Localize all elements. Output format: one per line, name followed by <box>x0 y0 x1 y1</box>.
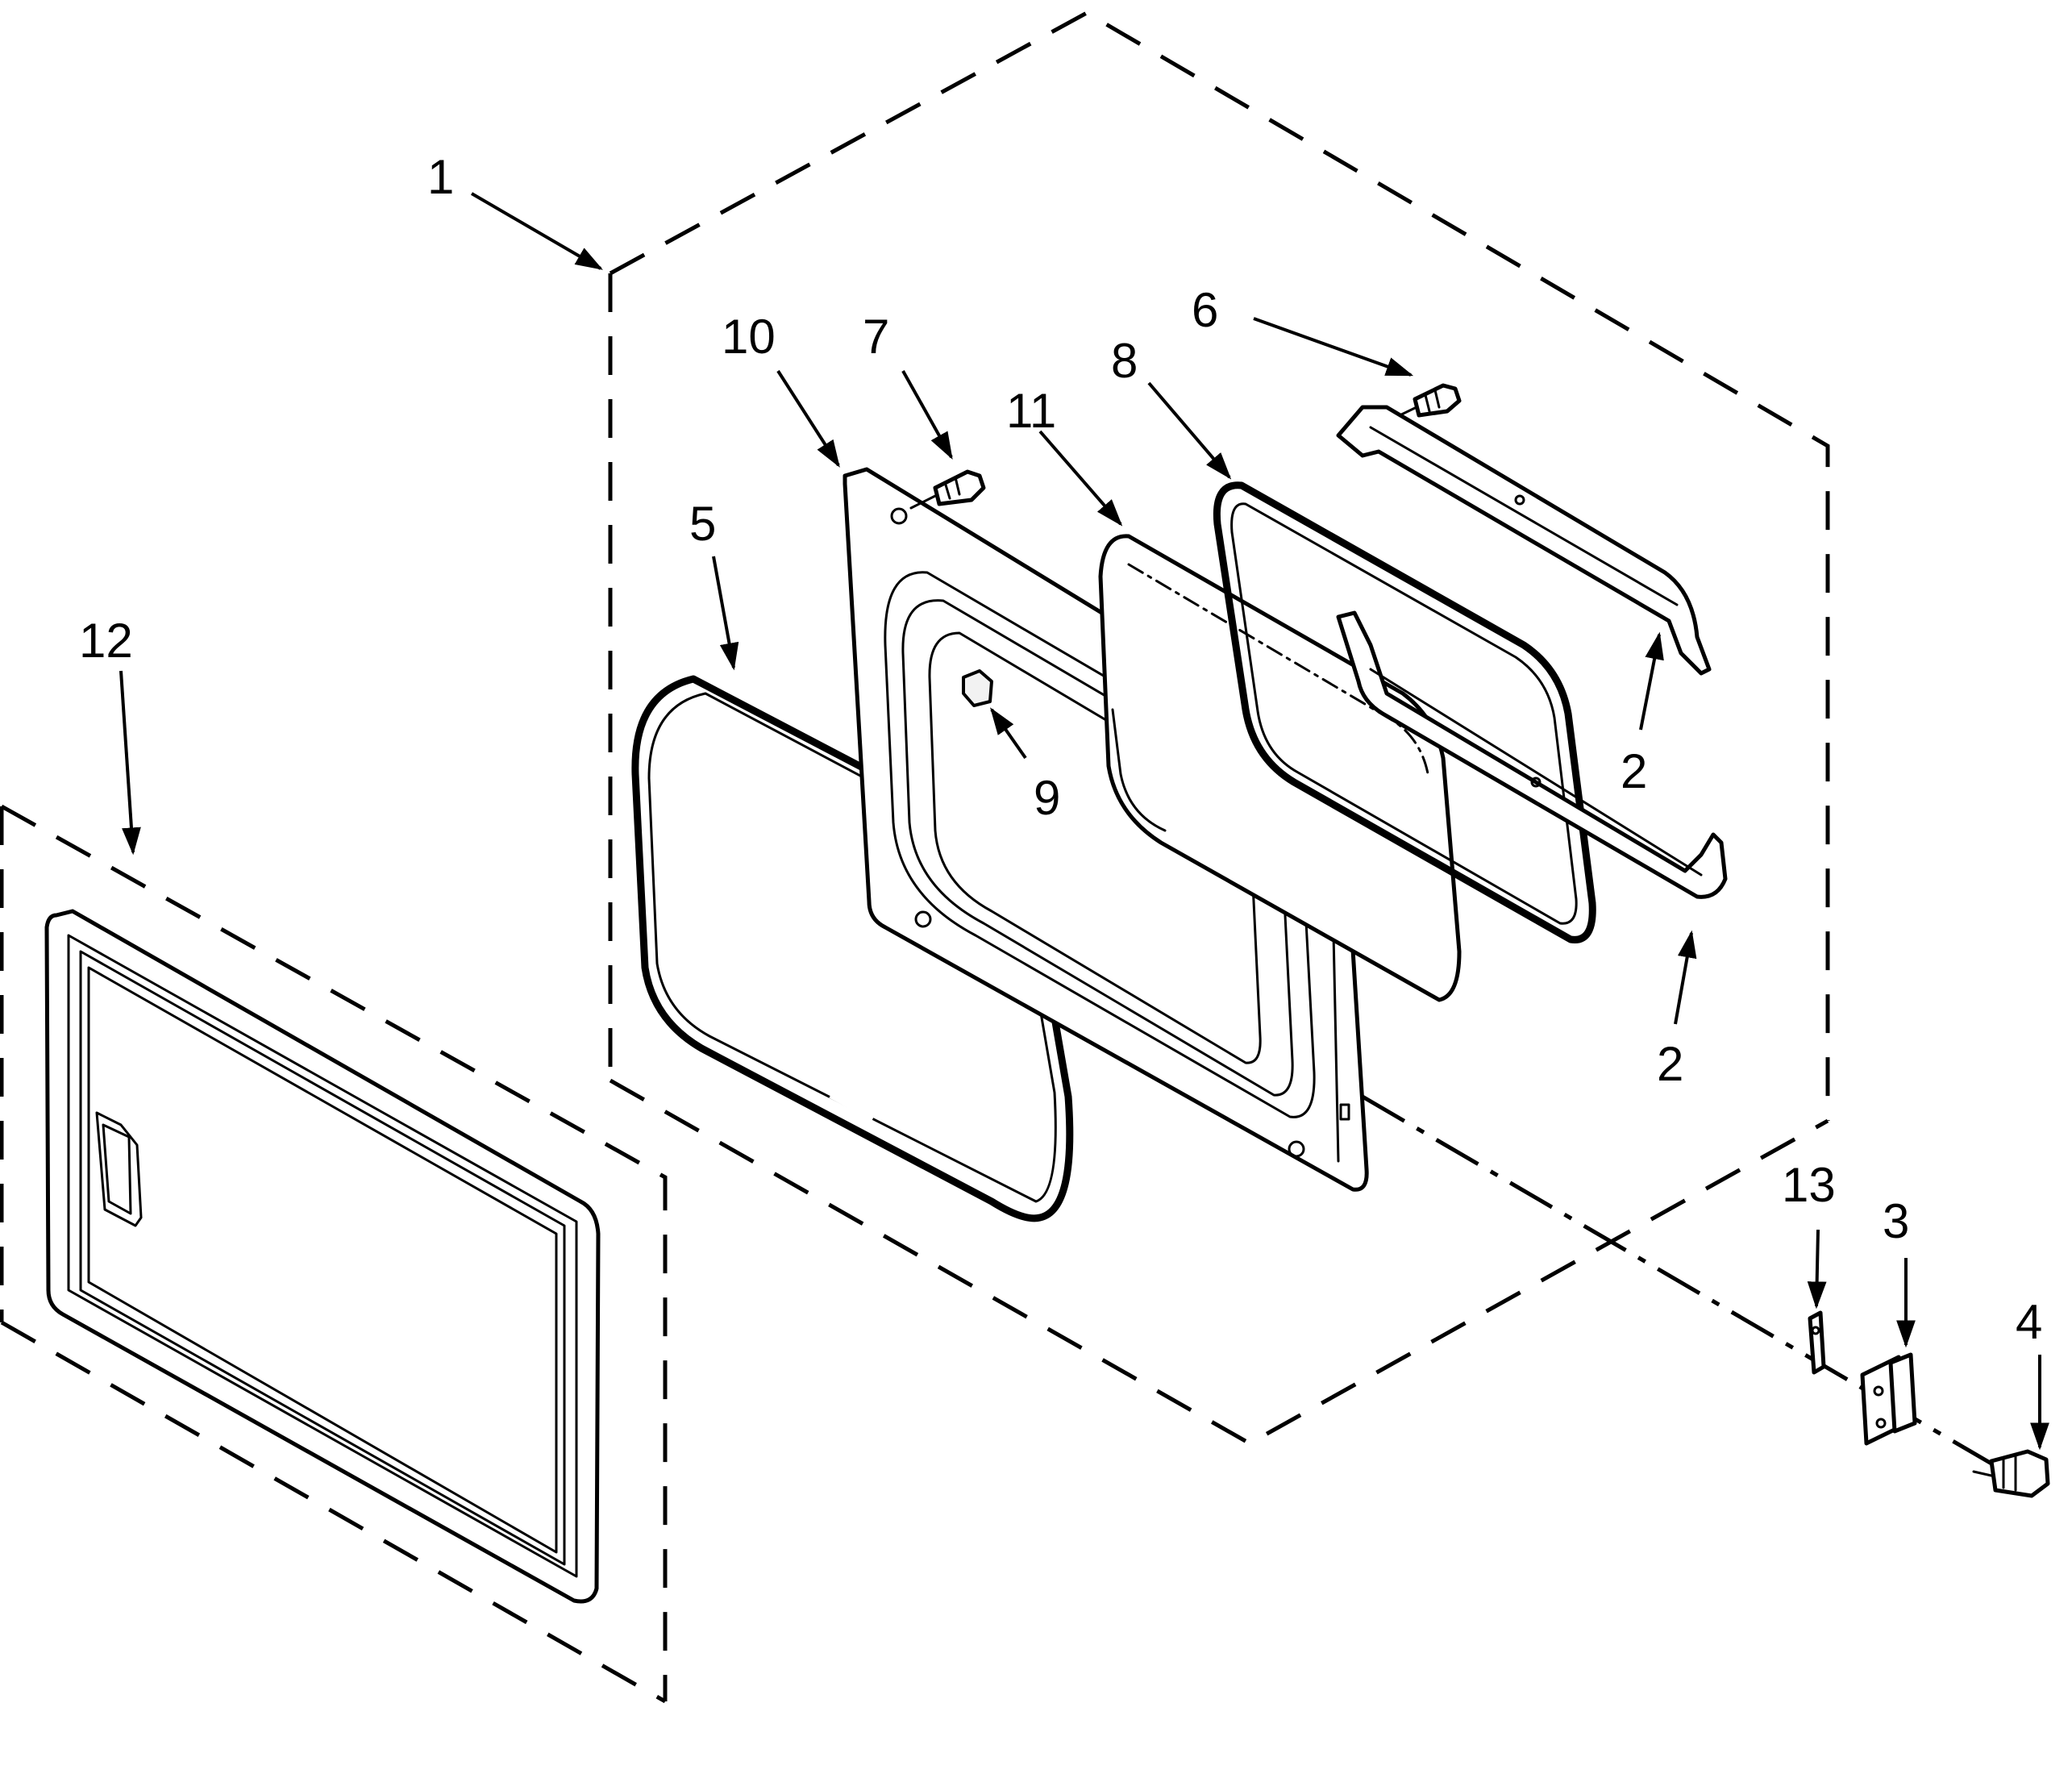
glass-gasket <box>1213 481 1596 943</box>
callout-1: 1 <box>427 150 454 204</box>
callout-7: 7 <box>863 310 889 364</box>
callout-10: 10 <box>722 310 776 364</box>
screw-part-6 <box>1393 383 1462 419</box>
screw-part-4 <box>1972 1449 2050 1498</box>
hinge-spacer <box>1808 1310 1826 1375</box>
callout-13: 13 <box>1782 1158 1836 1212</box>
leader-lines <box>119 192 2049 1451</box>
outer-door-panel <box>44 909 601 1604</box>
callout-2-lower: 2 <box>1657 1037 1683 1091</box>
callout-9: 9 <box>1034 771 1060 825</box>
trim-strip-lower <box>1336 610 1728 899</box>
screw-part-7 <box>909 469 986 510</box>
trim-strip-upper <box>1336 405 1712 676</box>
callout-5: 5 <box>689 497 716 551</box>
callout-4: 4 <box>2016 1295 2042 1349</box>
assembly-boundary <box>608 10 1830 1446</box>
callout-3: 3 <box>1883 1194 1909 1248</box>
callout-labels: 1 10 7 11 8 6 5 12 9 2 2 13 3 4 <box>79 150 2042 1349</box>
door-latch <box>962 669 993 707</box>
door-boundary <box>0 804 668 1704</box>
callout-12: 12 <box>79 614 133 668</box>
callout-8: 8 <box>1111 334 1138 388</box>
callout-11: 11 <box>1006 384 1056 438</box>
callout-2-upper: 2 <box>1621 744 1647 798</box>
door-hinge <box>1860 1352 1917 1446</box>
callout-6: 6 <box>1192 283 1218 337</box>
